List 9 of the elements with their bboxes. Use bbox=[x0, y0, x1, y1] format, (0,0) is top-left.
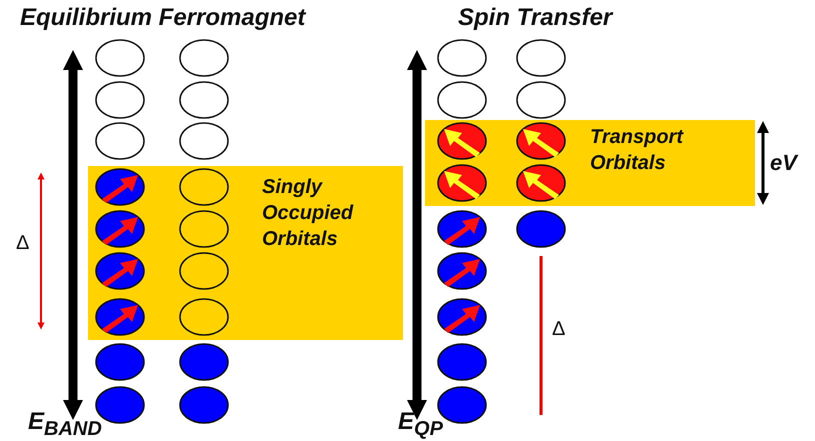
gap-symbol: Δ bbox=[16, 232, 30, 255]
band-label: Singly Occupied Orbitals bbox=[262, 175, 354, 252]
gap-symbol: Δ bbox=[552, 318, 566, 341]
band-label: Transport Orbitals bbox=[590, 125, 685, 176]
voltage-label: eV bbox=[770, 150, 797, 176]
panel-title: Spin Transfer bbox=[458, 4, 612, 32]
panel-title: Equilibrium Ferromagnet bbox=[20, 4, 306, 32]
axis-label: E$_{BAND}$ bbox=[28, 408, 102, 441]
axis-label: E$_{QP}$ bbox=[398, 408, 443, 441]
